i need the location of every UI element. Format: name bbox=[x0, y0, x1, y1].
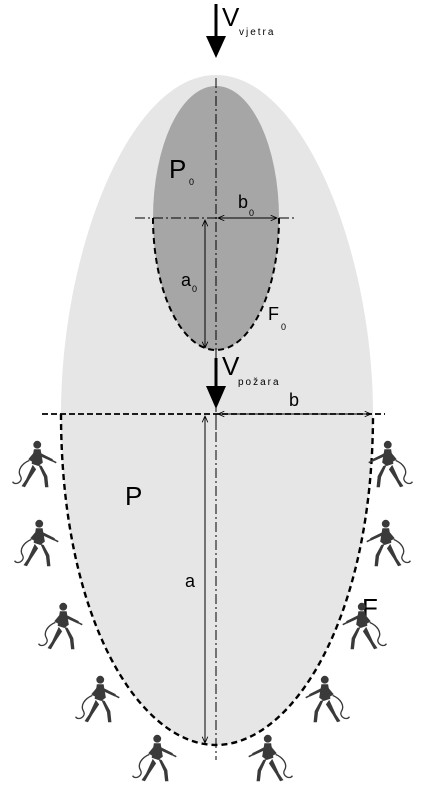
b0-label: b bbox=[238, 192, 248, 212]
p0-subscript: 0 bbox=[189, 177, 194, 187]
wind-arrow-head bbox=[206, 36, 226, 58]
b0-subscript: 0 bbox=[249, 208, 254, 218]
v-wind-subscript: vjetra bbox=[239, 27, 275, 38]
a0-subscript: 0 bbox=[192, 284, 197, 294]
firefighter-with-hose-icon bbox=[14, 518, 60, 568]
p0-label: P bbox=[169, 154, 186, 184]
fire-ellipse-p bbox=[61, 414, 373, 745]
v-fire-symbol: V bbox=[222, 351, 240, 381]
a0-label: a bbox=[181, 270, 192, 290]
f0-label: F bbox=[268, 304, 279, 324]
a-label: a bbox=[185, 571, 196, 591]
firefighter-with-hose-icon bbox=[367, 439, 413, 489]
firefighter-with-hose-icon bbox=[38, 601, 84, 651]
firefighter-with-hose-icon bbox=[12, 439, 58, 489]
p-label: P bbox=[125, 481, 142, 511]
f0-subscript: 0 bbox=[281, 322, 286, 332]
f-label: F bbox=[362, 593, 378, 623]
fire-arrow-head bbox=[206, 386, 226, 409]
firefighter-with-hose-icon bbox=[75, 674, 121, 724]
v-fire-subscript: požara bbox=[238, 377, 281, 388]
fire-front-f0 bbox=[152, 217, 280, 351]
firefighter-with-hose-icon bbox=[365, 518, 411, 568]
firefighter-with-hose-icon bbox=[132, 733, 178, 783]
firefighter-with-hose-icon bbox=[247, 733, 293, 783]
firefighter-with-hose-icon bbox=[304, 674, 350, 724]
v-wind-symbol: V bbox=[222, 2, 240, 32]
b-label: b bbox=[289, 390, 299, 410]
